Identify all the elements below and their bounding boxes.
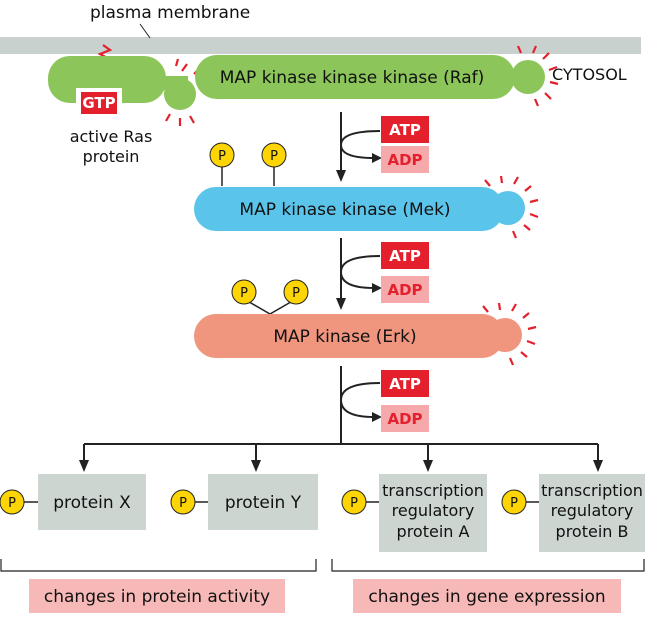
tf-a-line3: protein A [397,522,470,541]
adp-box-1 [381,146,429,173]
mapk-erk: MAP kinase (Erk) [194,314,522,358]
atp-box-3 [381,370,429,397]
atp-adp-curve-2-head [372,283,382,293]
tf-a-line2: regulatory [392,501,475,520]
mapkk-label: MAP kinase kinase (Mek) [239,200,450,220]
protein-y: protein Y P [170,474,318,530]
mapkk-mek: MAP kinase kinase (Mek) [194,187,525,231]
protein-y-label: protein Y [225,493,302,513]
atp-label-2: ATP [389,247,421,265]
mek-phosphate-2-label: P [270,149,278,164]
erk-phosphate-2-label: P [292,286,300,301]
tf-a-line1: transcription [382,481,484,500]
erk-phosphate-1-label: P [240,286,248,301]
protein-activity-label: changes in protein activity [44,587,270,607]
tf-b-line1: transcription [541,481,643,500]
plasma-membrane [0,37,641,54]
mek-activation-rays [484,175,539,239]
target-arrows [79,444,603,472]
gene-expression-label: changes in gene expression [368,587,605,607]
adp-label-3: ADP [387,410,422,428]
protein-x: protein X P [0,474,146,530]
atp-box-2 [381,242,429,269]
transcription-regulatory-protein-a: transcription regulatory protein A P [341,474,487,552]
mapkkk-raf: MAP kinase kinase kinase (Raf) [195,55,545,99]
protein-activity-bracket [0,559,317,572]
gene-expression-bracket [331,559,645,572]
erk-activation-rays [482,302,537,366]
protein-y-phosphate-label: P [179,496,187,511]
atp-label-3: ATP [389,375,421,393]
tf-b-line3: protein B [556,522,629,541]
adp-label-2: ADP [387,281,422,299]
ras-label-line1: active Ras [70,127,153,146]
cytosol-label: CYTOSOL [552,65,627,84]
mek-phosphate-1-label: P [218,149,226,164]
arrowhead-raf-to-mek [336,170,346,182]
erk-phosphates: P P [231,279,309,315]
mapkkk-label: MAP kinase kinase kinase (Raf) [220,68,485,88]
atp-adp-curve-3 [339,382,381,418]
arrowhead-mek-to-erk [336,298,346,310]
atp-adp-curve-3-head [372,412,382,422]
adp-box-2 [381,276,429,303]
tf-b-phosphate-label: P [510,496,518,511]
gtp-label: GTP [82,94,115,112]
protein-activity-box [29,579,285,613]
atp-adp-curve-1 [339,130,381,159]
atp-adp-curve-1-head [372,153,382,163]
gene-expression-box [353,579,621,613]
membrane-label-leader [139,23,151,39]
tf-b-line2: regulatory [551,501,634,520]
adp-label-1: ADP [387,151,422,169]
active-ras-protein: GTP [48,56,196,118]
protein-x-label: protein X [53,493,131,513]
transcription-regulatory-protein-b: transcription regulatory protein B P [501,474,645,552]
adp-box-3 [381,405,429,432]
protein-x-phosphate-label: P [8,496,16,511]
ras-label-line2: protein [83,147,140,166]
membrane-label: plasma membrane [90,3,250,23]
atp-label-1: ATP [389,121,421,139]
atp-box-1 [381,116,429,143]
atp-adp-curve-2 [339,255,381,289]
mek-phosphates: P P [209,142,287,186]
mapk-label: MAP kinase (Erk) [273,327,416,347]
raf-activation-rays [516,45,559,107]
tf-a-phosphate-label: P [350,496,358,511]
ras-activation-rays [165,58,201,126]
